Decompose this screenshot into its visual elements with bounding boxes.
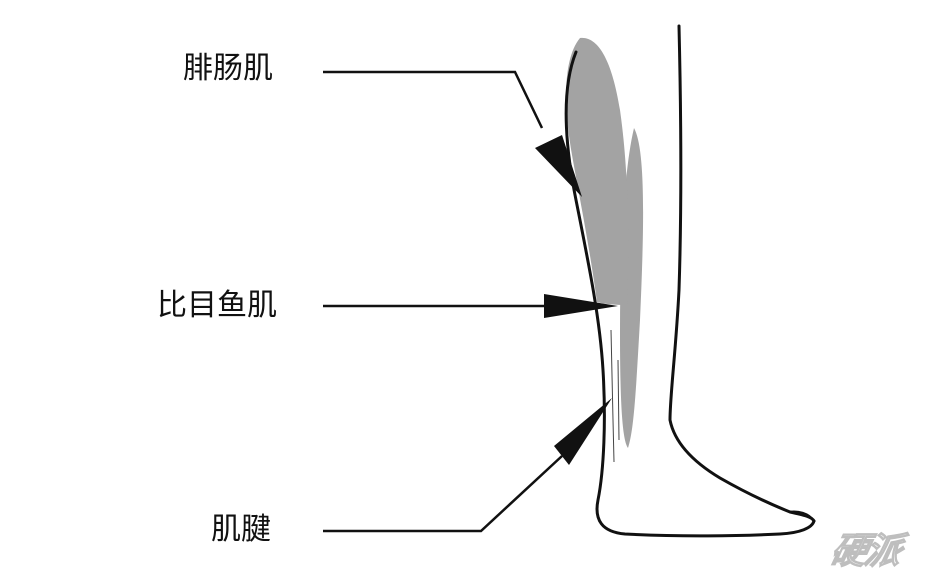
- label-tendon: 肌腱: [211, 513, 271, 547]
- gastrocnemius-muscle: [566, 38, 628, 305]
- label-soleus: 比目鱼肌: [157, 289, 277, 323]
- watermark-logo: 硬派: [826, 522, 905, 574]
- gastrocnemius-leader: [323, 72, 582, 197]
- soleus-leader: [323, 294, 618, 318]
- label-gastrocnemius: 腓肠肌: [183, 52, 273, 86]
- tendon-hatching: [604, 312, 617, 400]
- tendon-leader: [323, 398, 612, 531]
- leg-outline-front: [670, 26, 814, 521]
